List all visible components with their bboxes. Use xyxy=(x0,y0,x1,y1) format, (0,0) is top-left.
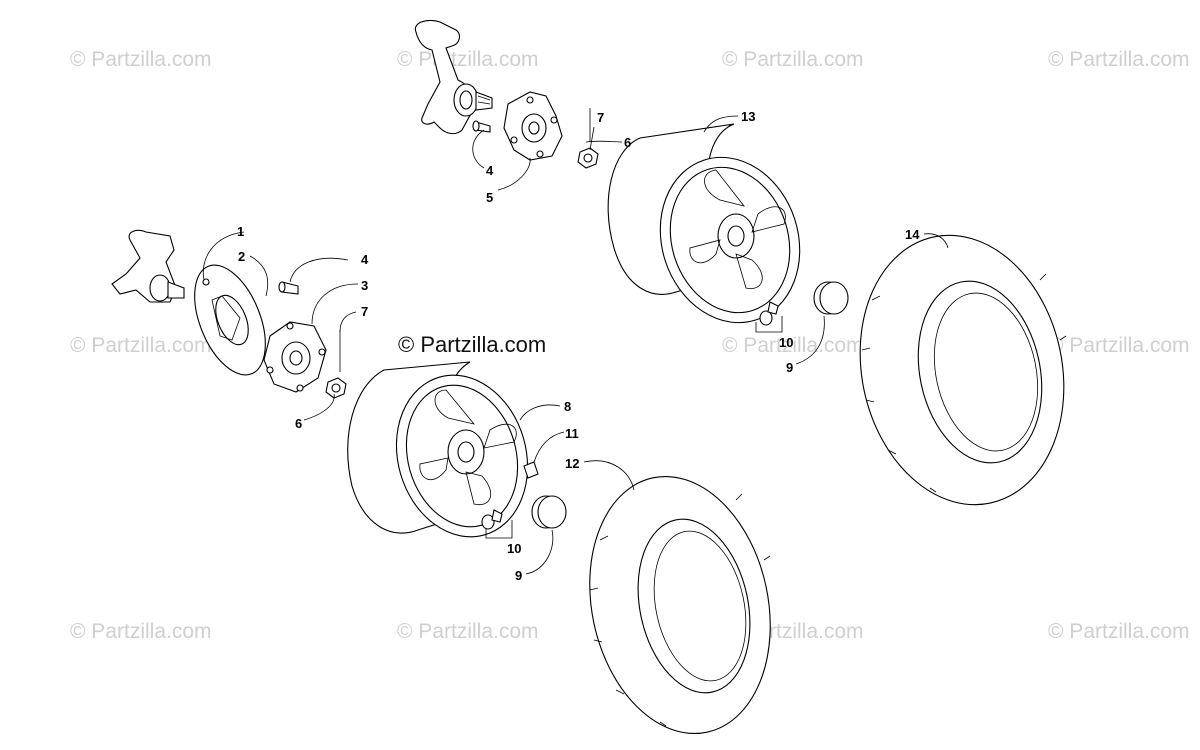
lower-hub-cap xyxy=(531,495,567,529)
callout-11: 11 xyxy=(565,426,579,441)
lower-nut xyxy=(325,377,347,399)
watermark: © Partzilla.com xyxy=(1048,48,1190,71)
watermark: © Partzilla.com xyxy=(722,48,864,71)
lower-rim xyxy=(347,361,539,538)
callout-4-upper: 4 xyxy=(486,163,494,178)
right-tire xyxy=(859,234,1067,506)
upper-hub-cap xyxy=(813,281,849,315)
lower-bolt xyxy=(278,281,299,295)
watermark: © Partzilla.com xyxy=(397,620,539,643)
watermark-main: © Partzilla.com xyxy=(398,332,547,357)
callout-9-lower: 9 xyxy=(515,568,522,583)
upper-stud xyxy=(472,120,491,133)
upper-knuckle xyxy=(414,19,493,135)
watermark: © Partzilla.com xyxy=(70,620,212,643)
brake-disc xyxy=(194,264,266,376)
upper-nut xyxy=(577,147,599,169)
callout-7-upper: 7 xyxy=(597,110,604,125)
callout-2: 2 xyxy=(238,249,245,264)
callout-14: 14 xyxy=(905,227,920,242)
lower-tire xyxy=(589,475,771,735)
callout-3: 3 xyxy=(361,278,368,293)
upper-rim xyxy=(607,123,801,326)
callout-8: 8 xyxy=(564,399,571,414)
callout-4-lower: 4 xyxy=(361,252,369,267)
callout-9-upper: 9 xyxy=(786,360,793,375)
watermark: © Partzilla.com xyxy=(1048,334,1190,357)
watermark: © Partzilla.com xyxy=(1048,620,1190,643)
lower-hub xyxy=(263,321,327,393)
upper-hub xyxy=(503,91,563,161)
lower-knuckle xyxy=(111,229,185,303)
callout-10-lower: 10 xyxy=(507,541,521,556)
callout-7-lower: 7 xyxy=(361,304,368,319)
callout-5: 5 xyxy=(486,190,493,205)
watermark: © Partzilla.com xyxy=(722,334,864,357)
callout-12: 12 xyxy=(565,456,579,471)
watermark: © Partzilla.com xyxy=(70,334,212,357)
callout-13: 13 xyxy=(741,109,755,124)
callout-6-lower: 6 xyxy=(295,416,302,431)
callout-6-upper: 6 xyxy=(624,135,631,150)
watermark: © Partzilla.com xyxy=(70,48,212,71)
callout-1: 1 xyxy=(237,224,244,239)
disc-screw xyxy=(202,278,210,286)
callout-10-upper: 10 xyxy=(779,335,793,350)
